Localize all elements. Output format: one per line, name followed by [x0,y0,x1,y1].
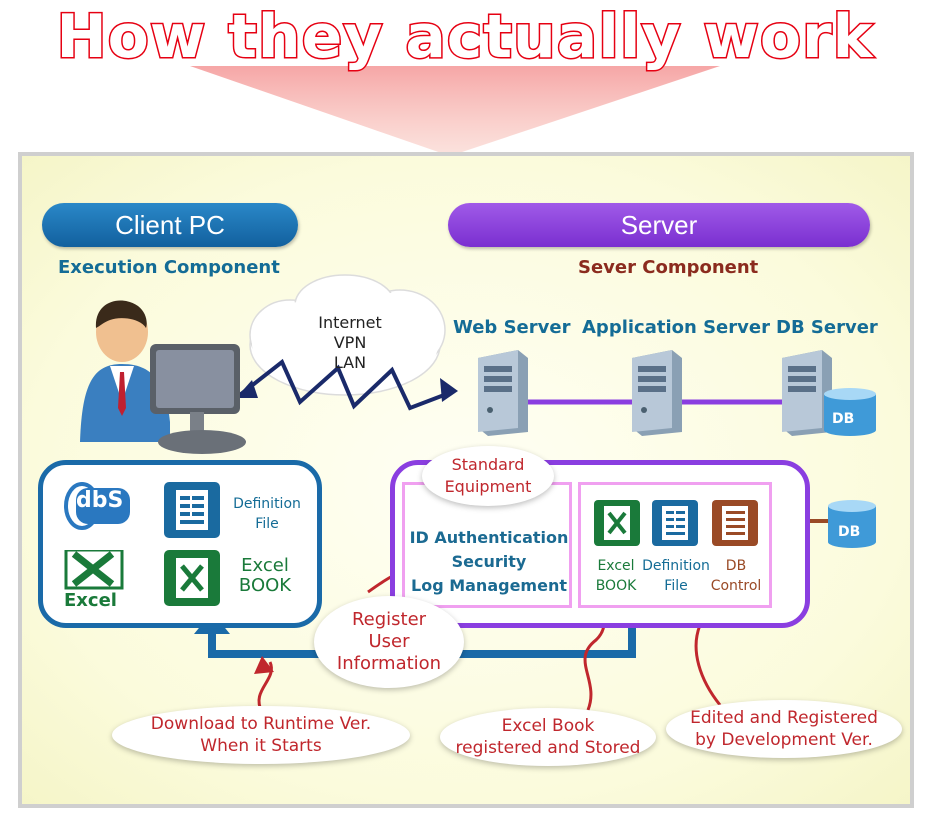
application-server-icon [632,350,682,436]
network-vpn-label: VPN [333,333,367,352]
web-server-label: Web Server [453,317,571,338]
register-user-information-bubble: Register User Information [314,596,464,688]
network-types: Internet VPN LAN [300,313,400,373]
db-control-icon [712,500,758,546]
client-definition-file-icon [164,482,220,538]
excel-book-registered-bubble: Excel Book registered and Stored [440,708,656,766]
download-runtime-bubble: Download to Runtime Ver. When it Starts [112,706,410,764]
network-zigzag-line [234,358,453,411]
external-db-text: DB [838,524,861,540]
network-lan-label: LAN [333,353,367,372]
user-at-pc-icon [80,300,246,454]
db-control-label: DB Control [710,558,762,594]
execution-component-label: Execution Component [58,257,280,278]
excel-logo-icon [64,550,124,590]
web-server-icon [478,350,528,436]
page-title: How they actually work [55,1,874,74]
server-excel-book-label: Excel BOOK [595,558,637,594]
security-label: Security [451,552,527,571]
server-definition-file-label: Definition File [642,558,710,594]
network-internet-label: Internet [318,313,382,332]
server-header: Server [448,203,870,247]
log-management-label: Log Management [411,576,567,595]
server-component-label: Sever Component [578,257,759,278]
client-pc-header: Client PC [42,203,298,247]
db-server-db-text: DB [832,411,855,427]
db-server-icon [782,350,876,436]
dbs-logo-text: dbS [76,488,124,513]
db-server-label: DB Server [776,317,878,338]
id-authentication-label: ID Authentication [409,528,569,547]
client-excel-book-label: Excel BOOK [238,555,292,596]
server-definition-file-icon [652,500,698,546]
client-definition-file-label: Definition File [233,496,301,532]
server-excel-book-icon [594,500,640,546]
auth-security-log-list: ID Authentication Security Log Managemen… [404,526,574,598]
application-server-label: Application Server [582,317,770,338]
external-db-icon [828,500,876,548]
title-cone [190,66,720,156]
standard-equipment-bubble: Standard Equipment [422,446,554,506]
excel-logo-text: Excel [64,590,117,611]
dbs-logo-icon [64,482,130,530]
client-excel-book-icon [164,550,220,606]
edited-registered-bubble: Edited and Registered by Development Ver… [666,700,902,758]
